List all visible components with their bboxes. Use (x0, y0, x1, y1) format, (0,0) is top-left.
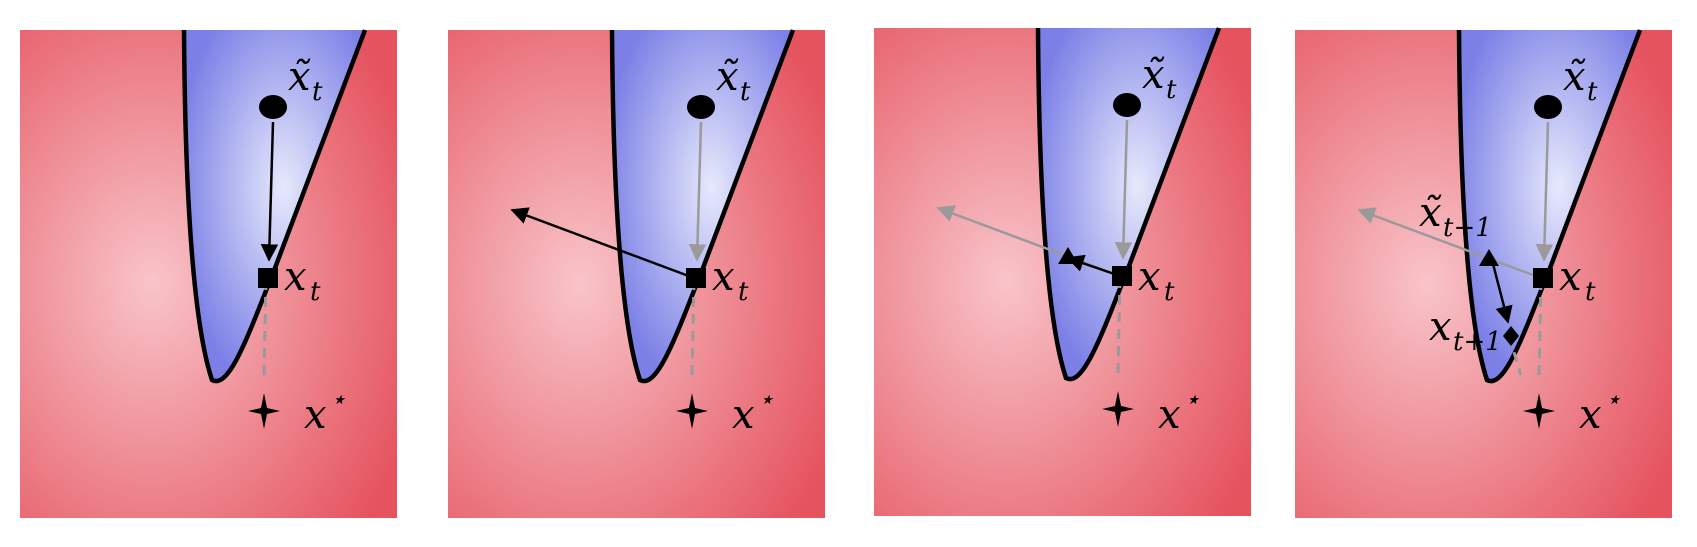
feasible-region (612, 30, 793, 382)
point-x-t (1112, 266, 1132, 286)
point-x-t1-diamond (1503, 326, 1519, 346)
label-x-star-sup: ⋆ (758, 385, 774, 415)
label-x-star: x (732, 392, 755, 438)
point-x-tilde-t (1113, 93, 1141, 117)
label-x-star: x (1579, 392, 1602, 438)
label-x-t: x (284, 254, 307, 300)
point-triangle (1058, 247, 1078, 264)
arrow-short-step (1066, 254, 1121, 278)
panel-4: x̃ t x t x ⋆ x̃ t+1 x t+1 (1295, 29, 1672, 518)
label-x-tilde-t-sub: t (1587, 77, 1598, 107)
panel-3: x̃ t x t x ⋆ (874, 27, 1251, 516)
label-x-star-sup: ⋆ (330, 385, 346, 415)
feasible-region (1459, 30, 1640, 382)
label-x-tilde-t1-sub: t+1 (1443, 213, 1492, 243)
label-x-t-sub: t (1585, 277, 1596, 307)
panel-2: x̃ t x t x ⋆ (448, 29, 825, 518)
point-x-t (1533, 268, 1553, 288)
label-x-t: x (712, 254, 735, 300)
label-x-star-sup: ⋆ (1184, 385, 1200, 415)
label-x-t1-sub: t+1 (1453, 327, 1502, 357)
label-x-tilde-t: x̃ (1142, 52, 1165, 98)
arrow-gradient-step (510, 207, 695, 280)
point-x-t (686, 268, 706, 288)
arrow-triangle-to-xt1 (1489, 255, 1513, 324)
label-x-tilde-t: x̃ (288, 54, 311, 100)
region-boundary (1035, 27, 1222, 382)
label-x-star: x (304, 392, 327, 438)
label-x-tilde-t: x̃ (1563, 54, 1586, 100)
panel-1: x̃ t x t x ⋆ (20, 29, 397, 518)
point-x-tilde-t (1534, 95, 1562, 119)
label-x-tilde-t-sub: t (740, 77, 751, 107)
arrow-tilde-to-xt-gray (1535, 121, 1554, 262)
arrow-tilde-to-xt (260, 121, 279, 262)
region-boundary (609, 29, 796, 384)
point-x-tilde-t (687, 95, 715, 119)
region-boundary (1456, 29, 1643, 384)
label-x-tilde-t: x̃ (716, 54, 739, 100)
label-x-tilde-t-sub: t (1166, 75, 1177, 105)
arrow-tilde-to-xt-gray (688, 121, 707, 262)
label-x-t-sub: t (1164, 277, 1175, 307)
label-x-t: x (1138, 254, 1161, 300)
label-x-t-sub: t (310, 277, 321, 307)
arrow-gradient-step-gray (1357, 207, 1542, 280)
label-x-star: x (1158, 392, 1181, 438)
label-x-star-sup: ⋆ (1605, 385, 1621, 415)
feasible-region (1038, 28, 1219, 380)
point-triangle (1479, 249, 1499, 266)
region-boundary (181, 29, 368, 384)
label-x-t1: x (1429, 304, 1452, 350)
label-x-t: x (1559, 254, 1582, 300)
feasible-region (184, 30, 365, 382)
arrow-tilde-to-xt-gray (1114, 119, 1133, 260)
label-x-tilde-t1: x̃ (1419, 190, 1442, 236)
label-x-tilde-t-sub: t (312, 77, 323, 107)
point-x-t (258, 268, 278, 288)
label-x-t-sub: t (738, 277, 749, 307)
point-x-tilde-t (259, 95, 287, 119)
